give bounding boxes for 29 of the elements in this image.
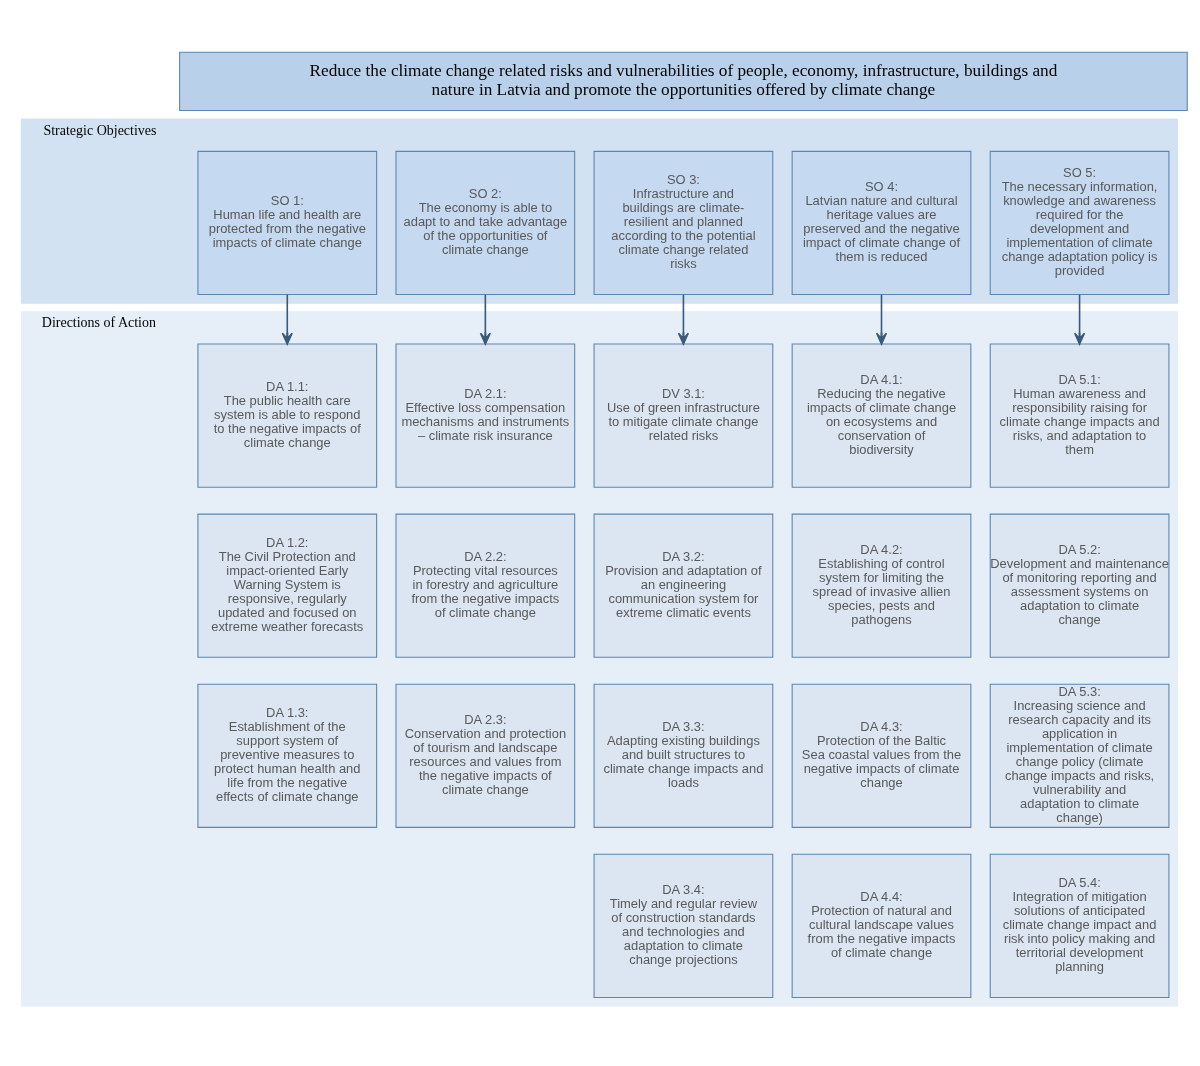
node-box: DA 1.3: Establishment of the support system of preventive measures to protect human health and life from the negative effects of climate change: [197, 683, 378, 828]
node-box: DA 4.2: Establishing of control system for limiting the spread of invasive allien species, pests and pathogens: [791, 513, 972, 658]
node-box: DA 5.2: Development and maintenance of monitoring reporting and assessment systems on adaptation to climate change: [989, 513, 1170, 658]
node-box: DA 1.1: The public health care system is able to respond to the negative impacts of climate change: [197, 343, 378, 488]
node-box: DA 5.3: Increasing science and research capacity and its application in implementation of climate change policy (climate change impacts and risks, vulnerability and adaptation to climate change): [989, 683, 1170, 828]
node-box: DA 5.4: Integration of mitigation solutions of anticipated climate change impact and risk into policy making and territorial development planning: [989, 853, 1170, 998]
node-box: DA 3.2: Provision and adaptation of an engineering communication system for extreme climatic events: [593, 513, 774, 658]
node-box: SO 4: Latvian nature and cultural heritage values are preserved and the negative impact of climate change of them is reduced: [791, 150, 972, 295]
arrow: [677, 293, 690, 345]
node-box: SO 2: The economy is able to adapt to and take advantage of the opportunities of climate change: [395, 150, 576, 295]
node-box: SO 5: The necessary information, knowledge and awareness required for the development and implementation of climate change adaptation policy is provided: [989, 150, 1170, 295]
node-box: DA 3.3: Adapting existing buildings and built structures to climate change impacts and loads: [593, 683, 774, 828]
node-box: DV 3.1: Use of green infrastructure to mitigate climate change related risks: [593, 343, 774, 488]
node-box: SO 3: Infrastructure and buildings are climate-resilient and planned according to the potential climate change related risks: [593, 150, 774, 295]
node-box: DA 4.3: Protection of the Baltic Sea coastal values from the negative impacts of climate change: [791, 683, 972, 828]
node-box: DA 4.4: Protection of natural and cultural landscape values from the negative impacts of climate change: [791, 853, 972, 998]
node-box: DA 4.1: Reducing the negative impacts of climate change on ecosystems and conservation of biodiversity: [791, 343, 972, 488]
node-box: DA 2.1: Effective loss compensation mechanisms and instruments – climate risk insurance: [395, 343, 576, 488]
arrow: [875, 293, 888, 345]
node-box: Reduce the climate change related risks and vulnerabilities of people, economy, infrastructure, buildings and nature in Latvia and promote the opportunities offered by climate change: [179, 51, 1188, 111]
node-box: DA 5.1: Human awareness and responsibility raising for climate change impacts and risks, and adaptation to them: [989, 343, 1170, 488]
node-box: DA 2.2: Protecting vital resources in forestry and agriculture from the negative impacts of climate change: [395, 513, 576, 658]
node-box: DA 1.2: The Civil Protection and impact-oriented Early Warning System is responsive, regularly updated and focused on extreme weather forecasts: [197, 513, 378, 658]
node-box: SO 1: Human life and health are protected from the negative impacts of climate change: [197, 150, 378, 295]
node-box: DA 3.4: Timely and regular review of construction standards and technologies and adaptation to climate change projections: [593, 853, 774, 998]
node-box: DA 2.3: Conservation and protection of tourism and landscape resources and values from the negative impacts of climate change: [395, 683, 576, 828]
arrow: [281, 293, 293, 345]
arrow: [1073, 293, 1086, 345]
arrow: [479, 293, 491, 345]
